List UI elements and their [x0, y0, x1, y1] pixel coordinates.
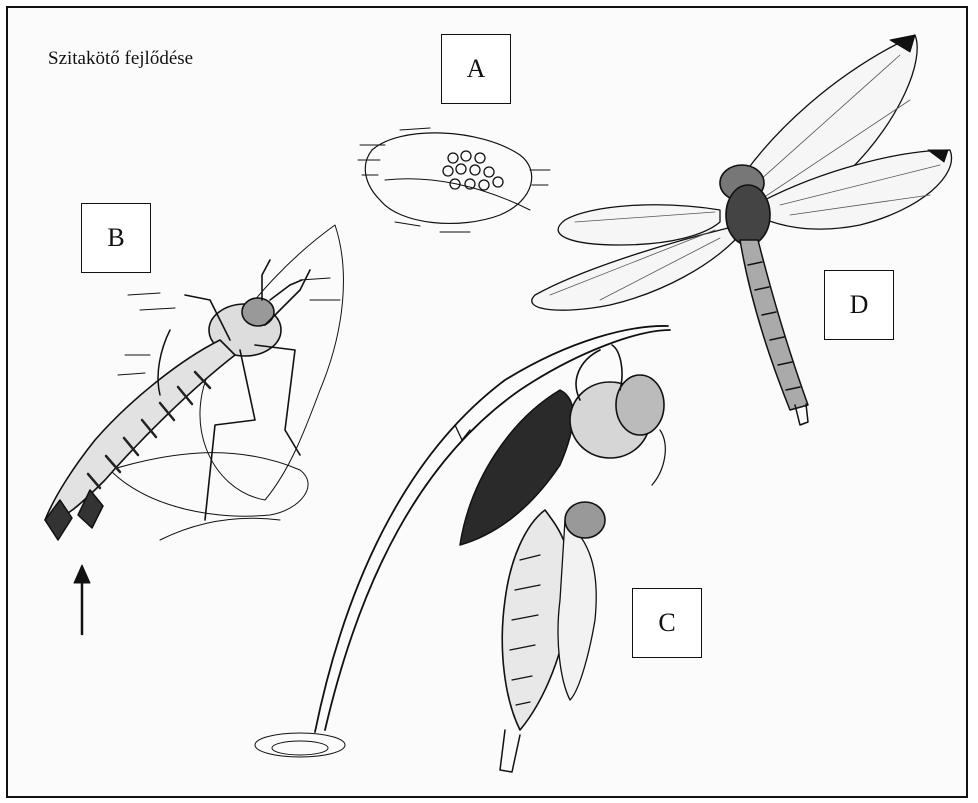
nymph-drawing — [45, 225, 343, 634]
stage-label-c: C — [632, 588, 702, 658]
stage-label-a: A — [441, 34, 511, 104]
stage-label-d: D — [824, 270, 894, 340]
emerging-dragonfly-drawing — [255, 326, 670, 772]
adult-dragonfly-drawing — [532, 35, 952, 425]
up-arrow-icon — [74, 565, 90, 634]
stage-label-b: B — [81, 203, 151, 273]
eggs-on-leaf-drawing — [358, 128, 550, 232]
